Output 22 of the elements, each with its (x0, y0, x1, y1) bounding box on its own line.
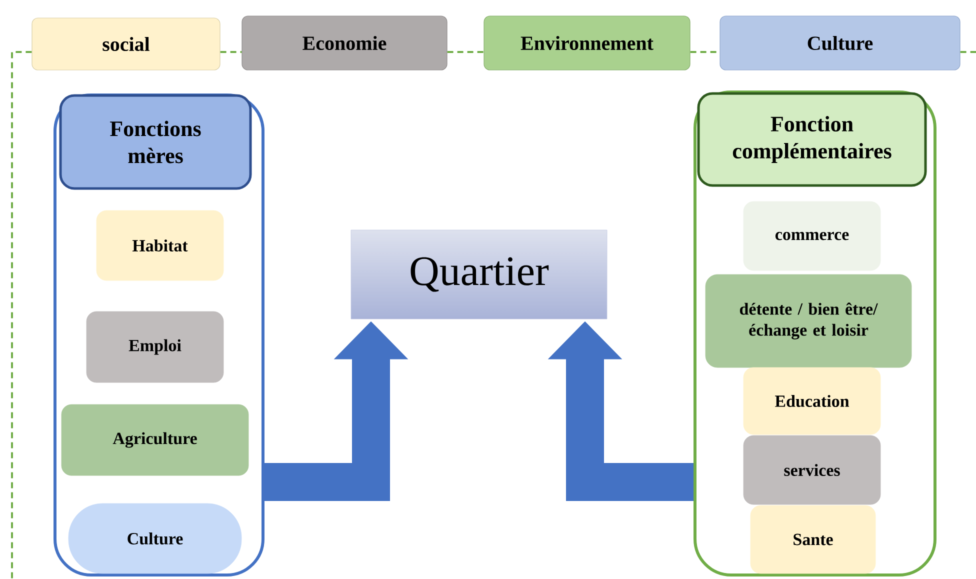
heading-box: Fonctions mères (59, 94, 252, 190)
dashed-line (220, 51, 242, 53)
function-box: commerce (743, 201, 881, 271)
function-box: détente / bien être/ échange et loisir (705, 274, 912, 368)
function-box: Emploi (86, 311, 224, 383)
category-tab: Economie (242, 16, 448, 70)
function-box: Education (743, 367, 881, 435)
dashed-line (447, 51, 484, 53)
dashed-line (960, 51, 976, 53)
function-box: Habitat (96, 210, 224, 281)
category-tab: Environnement (484, 16, 690, 70)
function-pill: Culture (68, 503, 242, 574)
group-container (694, 90, 936, 576)
heading-box: Fonction complémentaires (697, 92, 927, 187)
function-box: Agriculture (61, 404, 249, 476)
group-container (54, 94, 264, 576)
category-tab: social (32, 18, 220, 70)
dashed-line (11, 51, 32, 579)
category-tab: Culture (720, 16, 960, 70)
function-box: services (743, 435, 881, 505)
function-box: Sante (750, 505, 876, 574)
quartier-box: Quartier (350, 230, 608, 320)
